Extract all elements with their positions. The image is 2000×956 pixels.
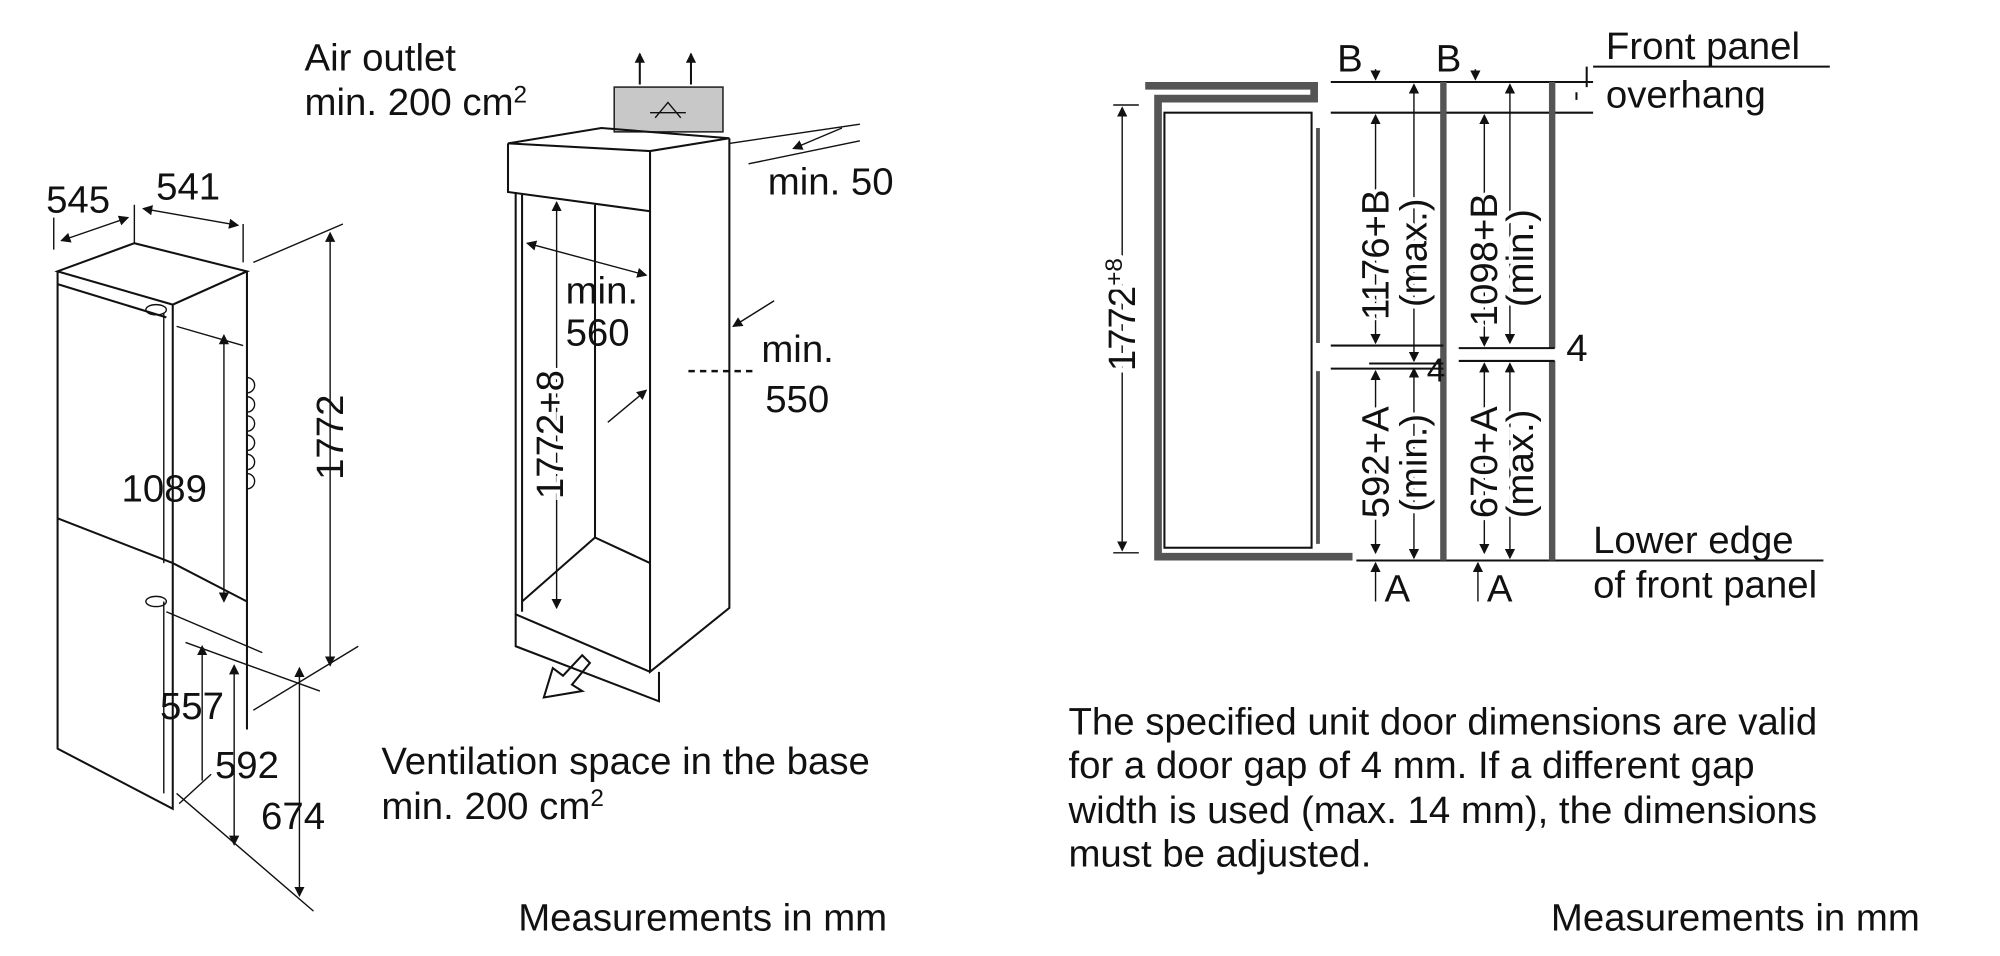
door-height-label: 1772+8 <box>1101 258 1144 371</box>
appliance-front <box>56 271 174 811</box>
lower-max-value: 670+A <box>1463 406 1506 518</box>
niche-side <box>649 138 731 674</box>
min-550-label-2: 550 <box>765 378 829 421</box>
upper-min-value: 1098+B <box>1463 193 1506 326</box>
min-50-label: min. 50 <box>768 161 894 204</box>
appliance-drawing <box>53 204 359 912</box>
front-panel-label-2: overhang <box>1606 74 1766 117</box>
front-panels <box>1440 81 1556 561</box>
units-note-right: Measurements in mm <box>1551 896 1920 939</box>
dim-674-label: 674 <box>261 795 325 838</box>
vent-arrow-icon <box>542 653 592 699</box>
gap-4-label-2: 4 <box>1427 352 1446 389</box>
lower-max-note: (max.) <box>1499 410 1542 519</box>
a-label-2: A <box>1487 567 1513 610</box>
appliance-top <box>54 242 251 306</box>
lower-edge-label-1: Lower edge <box>1593 519 1794 562</box>
front-panel-label-1: Front panel <box>1606 25 1800 68</box>
b-label-2: B <box>1436 38 1462 81</box>
width-541-label: 541 <box>156 166 220 209</box>
door-drawing <box>1113 65 1830 602</box>
niche-height-label: 1772+8 <box>529 370 572 499</box>
air-outlet-label: Air outlet <box>305 36 457 79</box>
appliance-body <box>1163 111 1313 549</box>
units-note-left: Measurements in mm <box>518 896 887 939</box>
lower-door-557-label: 557 <box>160 685 224 728</box>
lower-min-value: 592+A <box>1354 406 1397 518</box>
b-label-1: B <box>1337 38 1363 81</box>
ventilation-min-label: min. 200 cm2 <box>381 785 604 828</box>
upper-max-value: 1176+B <box>1354 189 1397 320</box>
upper-max-note: (max.) <box>1393 198 1436 307</box>
note-line-3: width is used (max. 14 mm), the dimensio… <box>1067 789 1817 832</box>
note-line-2: for a door gap of 4 mm. If a different g… <box>1068 744 1754 787</box>
min-560-label-1: min. <box>566 269 639 312</box>
gap-4-label-1: 4 <box>1566 327 1587 370</box>
note-line-1: The specified unit door dimensions are v… <box>1068 701 1817 744</box>
upper-door-1089-label: 1089 <box>122 468 207 511</box>
upper-min-note: (min.) <box>1499 209 1542 307</box>
a-label-1: A <box>1385 567 1411 610</box>
lower-edge-label-2: of front panel <box>1593 564 1817 607</box>
air-grill <box>613 86 724 133</box>
lower-min-note: (min.) <box>1393 414 1436 512</box>
niche-drawing <box>506 52 861 703</box>
min-560-label-2: 560 <box>566 312 630 355</box>
ventilation-label: Ventilation space in the base <box>381 740 870 783</box>
door-split <box>57 517 248 603</box>
hinges <box>246 376 256 490</box>
air-outlet-min-label: min. 200 cm2 <box>305 81 528 124</box>
base-vent <box>514 614 661 703</box>
cabinet-outline <box>1145 81 1353 561</box>
depth-545-label: 545 <box>46 178 110 221</box>
dim-592-label: 592 <box>215 744 279 787</box>
height-1772-label: 1772 <box>309 395 352 480</box>
fan-icon <box>650 101 686 119</box>
lower-handle <box>145 595 168 608</box>
note-line-4: must be adjusted. <box>1068 832 1371 875</box>
min-550-label-1: min. <box>761 328 834 371</box>
upper-handle <box>145 303 168 316</box>
